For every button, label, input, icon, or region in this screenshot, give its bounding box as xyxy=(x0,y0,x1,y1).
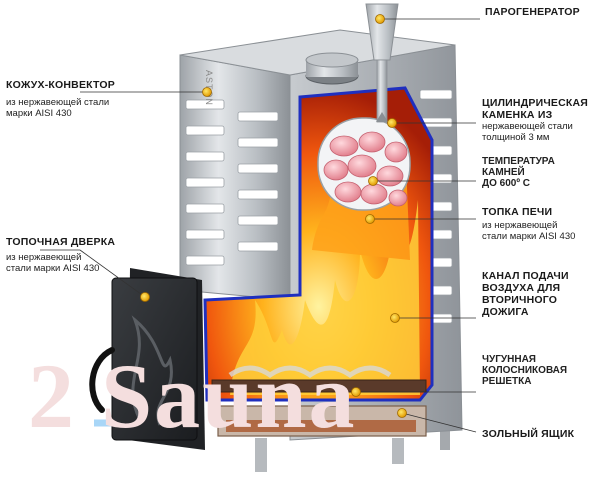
label-title: КОЖУХ-КОНВЕКТОР xyxy=(6,79,115,91)
door-flame-ornament xyxy=(131,315,173,426)
door-handle xyxy=(89,347,115,413)
label-firebox: ТОПКА ПЕЧИ из нержавеющей стали марки AI… xyxy=(482,206,598,242)
label-cast-iron-grate: ЧУГУННАЯ КОЛОСНИКОВАЯ РЕШЕТКА xyxy=(482,354,598,387)
marker-cylindrical-heater xyxy=(387,118,397,128)
marker-ash-box xyxy=(397,408,407,418)
heater-stones xyxy=(323,131,408,207)
steam-generator-funnel xyxy=(365,3,399,61)
label-subtitle: ТЕМПЕРАТУРА КАМНЕЙ ДО 600º С xyxy=(482,156,555,189)
marker-fire-door xyxy=(140,292,150,302)
marker-steam-generator xyxy=(375,14,385,24)
leader-lines xyxy=(40,18,480,433)
stove-leg xyxy=(392,438,404,464)
label-title: КАНАЛ ПОДАЧИ ВОЗДУХА ДЛЯ ВТОРИЧНОГО ДОЖИ… xyxy=(482,270,569,318)
marker-stone-temperature xyxy=(368,176,378,186)
marker-firebox xyxy=(365,214,375,224)
label-title: ТОПКА ПЕЧИ xyxy=(482,206,553,218)
stove-leg xyxy=(440,420,450,450)
label-subtitle: нержавеющей стали толщиной 3 мм xyxy=(482,121,573,143)
label-title: ТОПОЧНАЯ ДВЕРКА xyxy=(6,236,116,248)
marker-cast-iron-grate xyxy=(351,387,361,397)
label-subtitle: ЧУГУННАЯ КОЛОСНИКОВАЯ РЕШЕТКА xyxy=(482,354,568,387)
label-stone-temperature: ТЕМПЕРАТУРА КАМНЕЙ ДО 600º С xyxy=(482,156,598,189)
label-subtitle: из нержавеющей стали марки AISI 430 xyxy=(6,252,100,274)
label-ash-box: ЗОЛЬНЫЙ ЯЩИК xyxy=(482,428,598,440)
marker-air-channel xyxy=(390,313,400,323)
label-title: ЦИЛИНДРИЧЕСКАЯ КАМЕНКА ИЗ xyxy=(482,97,589,121)
label-subtitle: из нержавеющей стали марки AISI 430 xyxy=(482,220,576,242)
label-fire-door: ТОПОЧНАЯ ДВЕРКА из нержавеющей стали мар… xyxy=(6,236,126,274)
watermark: 2 Sauna xyxy=(28,345,357,447)
label-steam-generator: ПАРОГЕНЕРАТОР xyxy=(485,6,580,18)
label-air-channel: КАНАЛ ПОДАЧИ ВОЗДУХА ДЛЯ ВТОРИЧНОГО ДОЖИ… xyxy=(482,270,598,318)
label-title: ЗОЛЬНЫЙ ЯЩИК xyxy=(482,428,575,440)
label-title: ПАРОГЕНЕРАТОР xyxy=(485,6,580,18)
label-subtitle: из нержавеющей стали марки AISI 430 xyxy=(6,97,110,119)
label-convector-casing: КОЖУХ-КОНВЕКТОР из нержавеющей стали мар… xyxy=(6,79,176,119)
marker-dots xyxy=(140,14,407,418)
marker-convector-casing xyxy=(202,87,212,97)
stove-leg xyxy=(255,438,267,472)
cast-iron-grate xyxy=(211,365,427,393)
label-cylindrical-heater: ЦИЛИНДРИЧЕСКАЯ КАМЕНКА ИЗ нержавеющей ст… xyxy=(482,97,598,143)
